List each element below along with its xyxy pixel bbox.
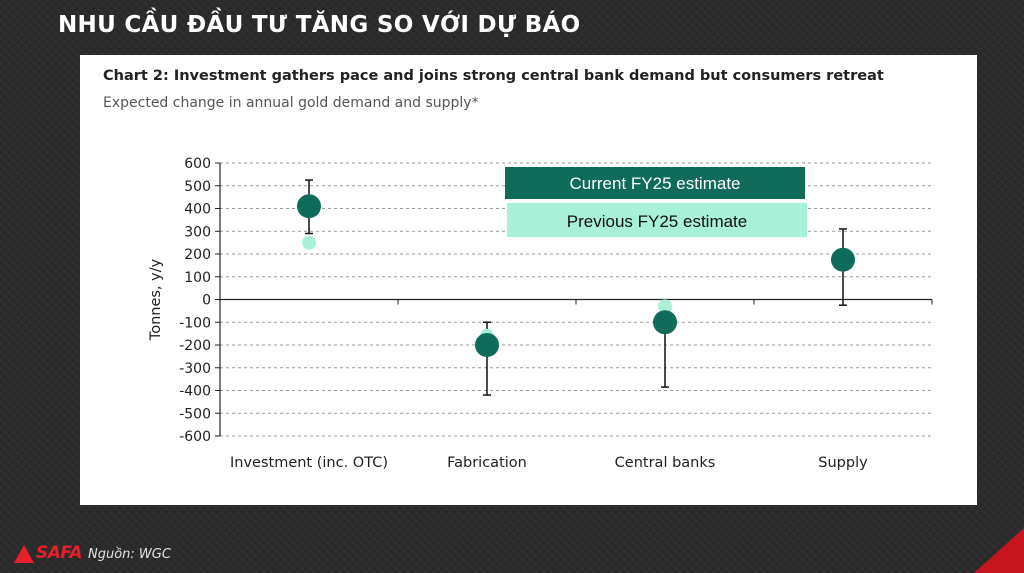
y-tick-label: 600 <box>184 156 211 172</box>
previous-estimate-point <box>302 235 316 250</box>
legend-previous-label: Previous FY25 estimate <box>567 212 747 231</box>
logo-text: SAFA <box>36 543 82 563</box>
y-tick-label: 400 <box>184 202 211 218</box>
source-note: Nguồn: WGC <box>88 547 171 562</box>
current-estimate-point <box>653 310 677 335</box>
previous-estimate-point <box>658 299 672 314</box>
y-axis-label: Tonnes, y/y <box>148 258 164 341</box>
current-estimate-point <box>297 194 321 219</box>
logo-mark-icon <box>14 545 34 563</box>
y-tick-label: -200 <box>179 338 211 354</box>
y-tick-label: 100 <box>184 270 211 286</box>
chart-plot: -600 -500 -400 -300 -200 -100 0 100 200 300 400 500… <box>148 156 933 471</box>
y-tick-label: 200 <box>184 247 211 263</box>
chart-subtitle: Expected change in annual gold demand an… <box>103 95 479 111</box>
legend-previous-swatch <box>507 203 807 237</box>
chart-panel: Chart 2: Investment gathers pace and joi… <box>80 55 977 505</box>
current-estimate-point <box>831 247 855 272</box>
chart-title: Chart 2: Investment gathers pace and joi… <box>103 68 884 84</box>
corner-decoration <box>974 528 1024 573</box>
y-tick-label: -300 <box>179 361 211 377</box>
y-tick-label: -400 <box>179 384 211 400</box>
x-tick-label: Supply <box>818 455 868 471</box>
legend-current-swatch <box>505 167 805 199</box>
safa-logo: SAFA <box>14 543 82 565</box>
slide-title: NHU CẦU ĐẦU TƯ TĂNG SO VỚI DỰ BÁO <box>58 12 581 38</box>
y-tick-label: 0 <box>202 293 211 309</box>
y-tick-label: -600 <box>179 429 211 445</box>
x-tick-label: Central banks <box>615 455 716 471</box>
current-estimate-point <box>475 333 499 357</box>
y-tick-label: 500 <box>184 179 211 195</box>
y-tick-label: -500 <box>179 406 211 422</box>
y-tick-label: 300 <box>184 224 211 240</box>
y-tick-label: -100 <box>179 315 211 331</box>
x-tick-label: Investment (inc. OTC) <box>230 455 388 471</box>
legend-current-label: Current FY25 estimate <box>569 174 740 193</box>
x-tick-label: Fabrication <box>447 455 527 471</box>
